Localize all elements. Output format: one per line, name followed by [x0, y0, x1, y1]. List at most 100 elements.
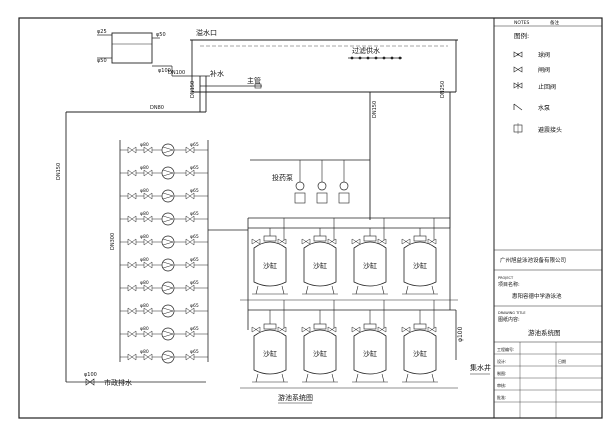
- sign-row-0: 工程编号:: [497, 346, 514, 352]
- pipe-dn250-label: DN250: [440, 81, 446, 98]
- pump-phi80-label: φ80: [140, 165, 149, 171]
- sand-filter: 沙缸: [401, 300, 438, 383]
- legend-label-check-valve: 止回阀: [538, 83, 556, 91]
- legend-label-gate-valve: 闸阀: [538, 66, 550, 74]
- gate-valve-icon: [127, 169, 137, 177]
- valve-phi65-label: φ65: [190, 280, 199, 286]
- tank-phi100-label: φ100: [158, 68, 171, 74]
- sand-tank-label: 沙缸: [263, 261, 277, 270]
- pump-icon: [161, 350, 175, 364]
- tank-phi50a-label: φ50: [97, 58, 107, 64]
- check-valve-icon: [143, 192, 153, 200]
- notes-header: NOTES: [514, 20, 530, 26]
- gate-valve-icon: [185, 330, 195, 338]
- dosing-pump-icon: [295, 181, 305, 191]
- pump-phi80-label: φ80: [140, 303, 149, 309]
- check-valve-icon: [143, 261, 153, 269]
- valve-phi65-label: φ65: [190, 234, 199, 240]
- valve-phi65-label: φ65: [190, 257, 199, 263]
- pump-icon: [161, 212, 175, 226]
- sand-filter: 沙缸: [401, 218, 438, 295]
- pump-phi80-label: φ80: [140, 211, 149, 217]
- drain-phi100-label: φ100: [84, 372, 97, 378]
- valve-phi65-label: φ65: [190, 165, 199, 171]
- gate-valve-icon: [513, 66, 523, 73]
- diagram-caption: 游池系统图: [278, 393, 313, 402]
- valve-phi65-label: φ65: [190, 303, 199, 309]
- gate-valve-icon: [127, 307, 137, 315]
- ball-valve-icon: [377, 326, 387, 333]
- ball-valve-icon: [301, 326, 311, 333]
- legend-label-pump: 水泵: [538, 104, 550, 112]
- pump-icon: [513, 103, 523, 111]
- gate-valve-icon: [127, 192, 137, 200]
- ball-valve-icon: [401, 326, 411, 333]
- check-valve-icon: [143, 284, 153, 292]
- ball-valve-icon: [251, 238, 261, 245]
- municipal-drain-label: 市政排水: [104, 378, 132, 387]
- project-small-label: PROJECT: [498, 276, 514, 280]
- gate-valve-icon: [127, 238, 137, 246]
- legend-label-flex-joint: 避震接头: [538, 126, 562, 134]
- pump-icon: [161, 235, 175, 249]
- dosing-pumps: 投药泵: [250, 159, 370, 204]
- pipe-dn150-left-label: DN150: [56, 163, 62, 180]
- pump-row: φ80 φ65: [120, 234, 208, 249]
- valve-phi65-label: φ65: [190, 211, 199, 217]
- sand-filter-bank: 沙缸沙缸沙缸沙缸沙缸沙缸沙缸沙缸: [251, 218, 438, 383]
- gate-valve-icon: [185, 146, 195, 154]
- dosing-pump-icon: [317, 181, 327, 191]
- legend-label-ball-valve: 球阀: [538, 51, 550, 59]
- drawing-small-label: DRAWING TITLE: [498, 311, 526, 315]
- sump-label: 集水井: [470, 363, 491, 372]
- sand-tank-label: 沙缸: [413, 349, 427, 358]
- flex-joint-icon: [513, 123, 523, 134]
- ball-valve-icon: [327, 326, 337, 333]
- ball-valve-icon: [277, 238, 287, 245]
- valve-phi65-label: φ65: [190, 326, 199, 332]
- valve-phi65-label: φ65: [190, 349, 199, 355]
- pump-icon: [161, 143, 175, 157]
- dosing-pump-icon: [339, 181, 349, 191]
- gate-valve-icon: [127, 330, 137, 338]
- ball-valve-icon: [427, 326, 437, 333]
- pump-icon: [161, 166, 175, 180]
- return-inlets: [348, 56, 402, 60]
- check-valve-icon: [143, 215, 153, 223]
- gate-valve-icon: [185, 238, 195, 246]
- sign-row-1: 设计:: [497, 358, 506, 364]
- gate-valve-icon: [185, 169, 195, 177]
- tank-phi25-label: φ25: [97, 29, 107, 35]
- gate-valve-icon: [127, 284, 137, 292]
- gate-valve-icon: [127, 261, 137, 269]
- dosing-pump-label: 投药泵: [272, 173, 293, 182]
- project-label: 项目名称:: [498, 281, 520, 288]
- pump-row: φ80 φ65: [120, 211, 208, 226]
- gate-valve-icon: [185, 261, 195, 269]
- pump-icon: [161, 327, 175, 341]
- pump-phi80-label: φ80: [140, 234, 149, 240]
- check-valve-icon: [143, 330, 153, 338]
- sand-tank-label: 沙缸: [263, 349, 277, 358]
- pool-outline: [190, 39, 458, 93]
- check-valve-icon: [143, 353, 153, 361]
- sand-filter: 沙缸: [351, 300, 388, 383]
- sign-row-2: 制图:: [497, 370, 506, 376]
- pump-icon: [161, 189, 175, 203]
- pump-icon: [161, 304, 175, 318]
- check-valve-icon: [143, 238, 153, 246]
- pump-phi80-label: φ80: [140, 349, 149, 355]
- sand-tank-label: 沙缸: [313, 261, 327, 270]
- drawing-title: 游池系统图: [528, 328, 561, 337]
- drawing-label: 图纸内容:: [498, 316, 520, 323]
- gate-valve-icon: [127, 146, 137, 154]
- ball-valve-icon: [301, 238, 311, 245]
- pump-row: φ80 φ65: [120, 349, 208, 364]
- ball-valve-icon: [327, 238, 337, 245]
- ball-valve-icon: [401, 238, 411, 245]
- pipe-dn80-label: DN80: [150, 105, 164, 111]
- overflow-label: 溢水口: [196, 28, 217, 37]
